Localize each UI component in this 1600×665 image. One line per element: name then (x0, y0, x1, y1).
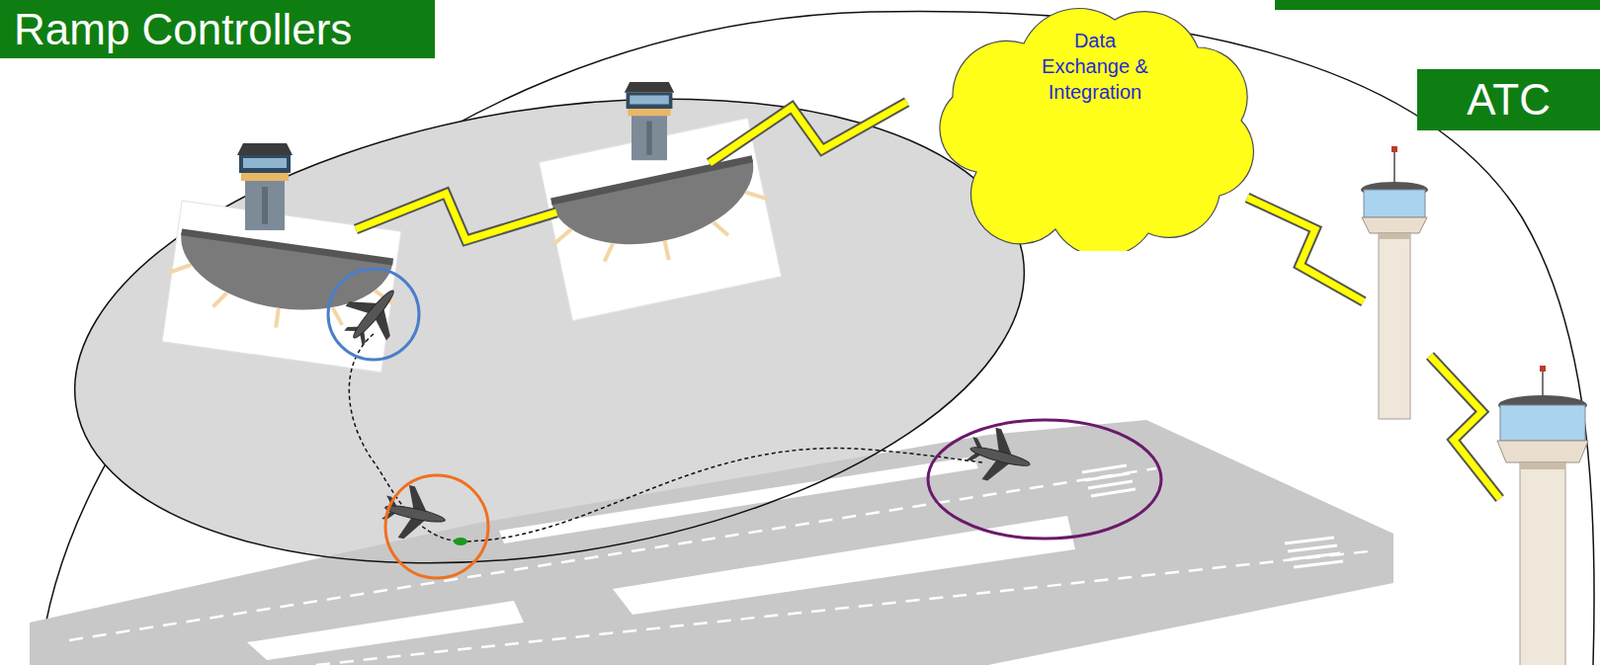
taxi-path (348, 334, 984, 542)
gates-part (212, 291, 227, 310)
gates-part (713, 219, 729, 238)
tower-roof (624, 82, 674, 93)
airplane (333, 273, 415, 356)
cloud-outline (939, 8, 1255, 252)
tower-slit (261, 186, 268, 225)
node-text: Ramp Controllers (13, 4, 352, 55)
controller-label: Ramp Controllers (0, 0, 435, 59)
threshold-marks-part (1287, 545, 1338, 552)
tower-cab (626, 92, 674, 109)
gates-part (745, 187, 767, 203)
atc-tower (1360, 146, 1429, 420)
runway-complex (29, 420, 1394, 665)
tower-windows (1500, 405, 1586, 441)
tower-body (245, 180, 285, 231)
node-text: Data Exchange & Integration (1031, 27, 1159, 105)
gates-part (600, 244, 616, 262)
gates-part (665, 241, 670, 261)
lightning-bolt (1236, 181, 1378, 315)
antenna-light (1539, 365, 1546, 372)
tower-shaft (1378, 233, 1411, 420)
gates-part (330, 307, 344, 326)
threshold-marks-part (1293, 561, 1344, 568)
tower-slit (646, 121, 652, 156)
tower-antenna (1393, 148, 1396, 184)
tower-cab (239, 155, 291, 173)
cloud-text-area: Data Exchange & Integration (917, 27, 1273, 105)
tower-band (1519, 462, 1566, 470)
data-cloud: Data Exchange & Integration (917, 1, 1273, 252)
tower-roof (237, 143, 293, 156)
gate-highlight (328, 268, 420, 360)
threshold-marks-part (1284, 537, 1335, 544)
threshold-marks (1082, 465, 1344, 568)
tower-rim (1497, 440, 1589, 463)
terminal-roof (550, 155, 754, 205)
airplane (378, 481, 451, 547)
tower-windows (1363, 189, 1426, 218)
ramp-area-outline (41, 36, 1058, 626)
tower-antenna (1541, 367, 1544, 400)
threshold-marks-part (1082, 465, 1127, 473)
atc-tower (1497, 365, 1589, 665)
antenna-light (1391, 146, 1398, 153)
tower-body (631, 115, 668, 161)
runway-highlight (927, 420, 1162, 539)
spot-highlight (385, 475, 489, 579)
runway-centerline (316, 551, 1369, 665)
gates-part (552, 229, 575, 245)
tower-window (629, 95, 670, 105)
terminal-concourse (551, 159, 765, 262)
grass-area (499, 456, 979, 544)
tower-rim (1361, 217, 1428, 234)
lightning-bolt (353, 183, 559, 250)
gates-part (275, 308, 279, 329)
ramp-tower (237, 143, 293, 231)
pavement (29, 420, 1394, 665)
grass-area (247, 600, 524, 661)
gates (552, 187, 776, 283)
ramp-tower (624, 82, 674, 161)
tower-band (627, 108, 671, 116)
lightning-bolt (1416, 345, 1520, 506)
threshold-marks-part (1290, 553, 1341, 560)
threshold-marks-part (1091, 489, 1136, 497)
node-text: ATC (1466, 75, 1551, 125)
threshold-marks-part (1088, 481, 1133, 489)
green-bar (1274, 0, 1600, 10)
lightning-bolt (700, 74, 913, 183)
tower-shaft (1519, 462, 1566, 665)
threshold-marks-part (1085, 473, 1130, 481)
controller-label: ATC (1417, 69, 1600, 131)
spot-marker (453, 537, 468, 546)
gates-part (168, 261, 191, 276)
tower-window (243, 158, 287, 169)
runway-centerline (69, 468, 1157, 641)
tower-band (1378, 233, 1411, 240)
tower-band (241, 172, 289, 181)
terminal-roof (180, 228, 394, 265)
